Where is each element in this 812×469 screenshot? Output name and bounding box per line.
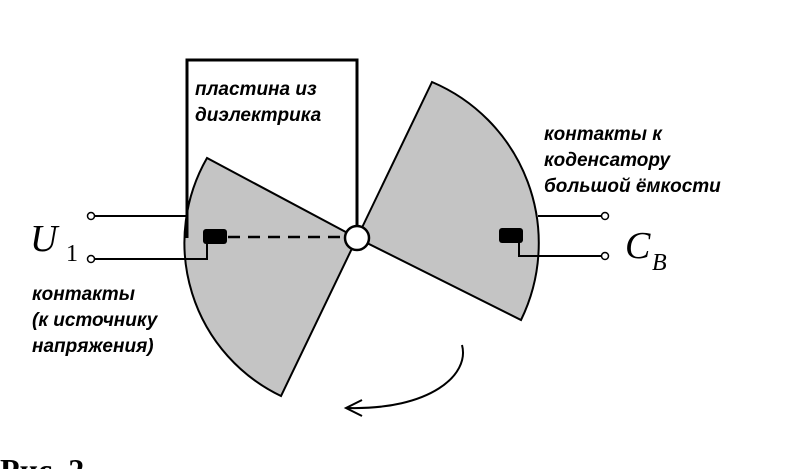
left-label-line1: контакты xyxy=(32,284,135,305)
plate-label-frame xyxy=(185,58,359,238)
u-subscript: 1 xyxy=(66,241,78,267)
rotation-arrow xyxy=(347,344,464,410)
right-label-line2: коденсатору xyxy=(544,150,672,171)
c-symbol: C xyxy=(625,225,651,267)
right-contact-pad xyxy=(499,228,523,243)
left-sector xyxy=(183,156,359,398)
rotation-arrow-head xyxy=(343,399,363,417)
left-label-line2: (к источнику xyxy=(32,310,159,331)
c-subscript: B xyxy=(652,250,667,276)
right-label-line1: контакты к xyxy=(544,124,663,145)
figure-caption: Рис. 2 xyxy=(0,452,84,469)
left-label-line3: напряжения) xyxy=(32,336,154,357)
right-label-line3: большой ёмкости xyxy=(544,176,721,197)
right-sector xyxy=(355,80,540,322)
left-contact-wires xyxy=(86,211,208,264)
plate-label-line2: диэлектрика xyxy=(195,105,322,126)
plate-label-line1: пластина из xyxy=(195,79,317,100)
u-symbol: U xyxy=(30,218,60,260)
pivot-circle xyxy=(343,224,371,252)
right-contact-wires xyxy=(518,211,610,261)
left-contact-pad xyxy=(203,229,227,244)
